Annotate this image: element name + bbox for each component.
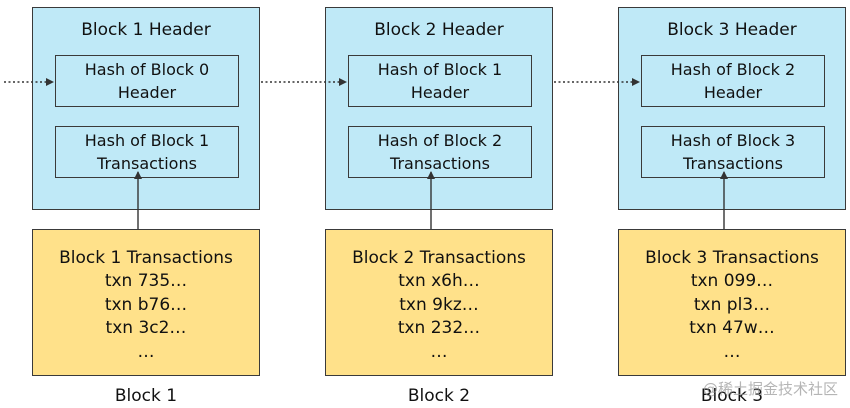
block-3-header-title: Block 3 Header xyxy=(667,20,797,40)
block-3-label: Block 3 xyxy=(700,386,764,406)
block-1-tx-hash-line-2: Transactions xyxy=(97,154,197,173)
block-1-header-title: Block 1 Header xyxy=(81,20,211,40)
block-2-label: Block 2 xyxy=(407,386,471,406)
block-2-txn: txn x6h… xyxy=(398,271,480,291)
block-3-tx-hash-line-1: Hash of Block 3 xyxy=(670,131,796,150)
block-1-prev-hash-line-1: Hash of Block 0 xyxy=(84,60,210,79)
block-1-label: Block 1 xyxy=(114,386,178,406)
block-2-header-title: Block 2 Header xyxy=(374,20,504,40)
watermark: @稀土掘金技术社区 xyxy=(702,380,838,398)
block-3-txn: txn pl3… xyxy=(693,294,771,315)
block-1-txn: txn 3c2… xyxy=(105,318,187,338)
block-1-prev-hash-box: Hash of Block 0 Header xyxy=(55,55,239,107)
block-3-txn: txn 47w… xyxy=(689,318,775,338)
block-2-txn-ellipsis: … xyxy=(430,341,448,362)
block-3-prev-hash-box: Hash of Block 2 Header xyxy=(641,55,825,107)
block-2-transactions: Block 2 Transactions txn x6h… txn 9kz… t… xyxy=(325,229,553,376)
block-1-header: Block 1 Header Hash of Block 0 Header Ha… xyxy=(32,7,260,210)
block-1-tx-hash-box: Hash of Block 1 Transactions xyxy=(55,126,239,178)
block-3-transactions-title: Block 3 Transactions xyxy=(645,248,819,268)
block-3-transactions: Block 3 Transactions txn 099… txn pl3… t… xyxy=(618,229,846,376)
block-3-tx-hash-box: Hash of Block 3 Transactions xyxy=(641,126,825,178)
block-3-header: Block 3 Header Hash of Block 2 Header Ha… xyxy=(618,7,846,210)
block-2-prev-hash-box: Hash of Block 1 Header xyxy=(348,55,532,107)
block-3-txn: txn 099… xyxy=(690,271,774,291)
block-2-header: Block 2 Header Hash of Block 1 Header Ha… xyxy=(325,7,553,210)
block-3-prev-hash-line-2: Header xyxy=(703,83,763,102)
block-3-tx-hash-line-2: Transactions xyxy=(683,154,783,173)
block-1-transactions-title: Block 1 Transactions xyxy=(59,248,233,268)
block-2-tx-hash-box: Hash of Block 2 Transactions xyxy=(348,126,532,178)
block-1-txn-ellipsis: … xyxy=(137,341,155,362)
block-1-tx-hash-line-1: Hash of Block 1 xyxy=(84,131,210,150)
block-2-txn: txn 232… xyxy=(397,318,481,338)
block-2-tx-hash-line-1: Hash of Block 2 xyxy=(377,131,503,150)
block-2-txn: txn 9kz… xyxy=(399,294,479,315)
block-1-txn: txn 735… xyxy=(104,271,188,291)
block-2-transactions-title: Block 2 Transactions xyxy=(352,248,526,268)
block-2-prev-hash-line-1: Hash of Block 1 xyxy=(377,60,503,79)
block-2-prev-hash-line-2: Header xyxy=(410,83,470,102)
block-3-txn-ellipsis: … xyxy=(723,341,741,362)
block-1-prev-hash-line-2: Header xyxy=(117,83,177,102)
block-1-transactions: Block 1 Transactions txn 735… txn b76… t… xyxy=(32,229,260,376)
block-2-tx-hash-line-2: Transactions xyxy=(390,154,490,173)
block-1-txn: txn b76… xyxy=(104,294,188,315)
block-3-prev-hash-line-1: Hash of Block 2 xyxy=(670,60,796,79)
